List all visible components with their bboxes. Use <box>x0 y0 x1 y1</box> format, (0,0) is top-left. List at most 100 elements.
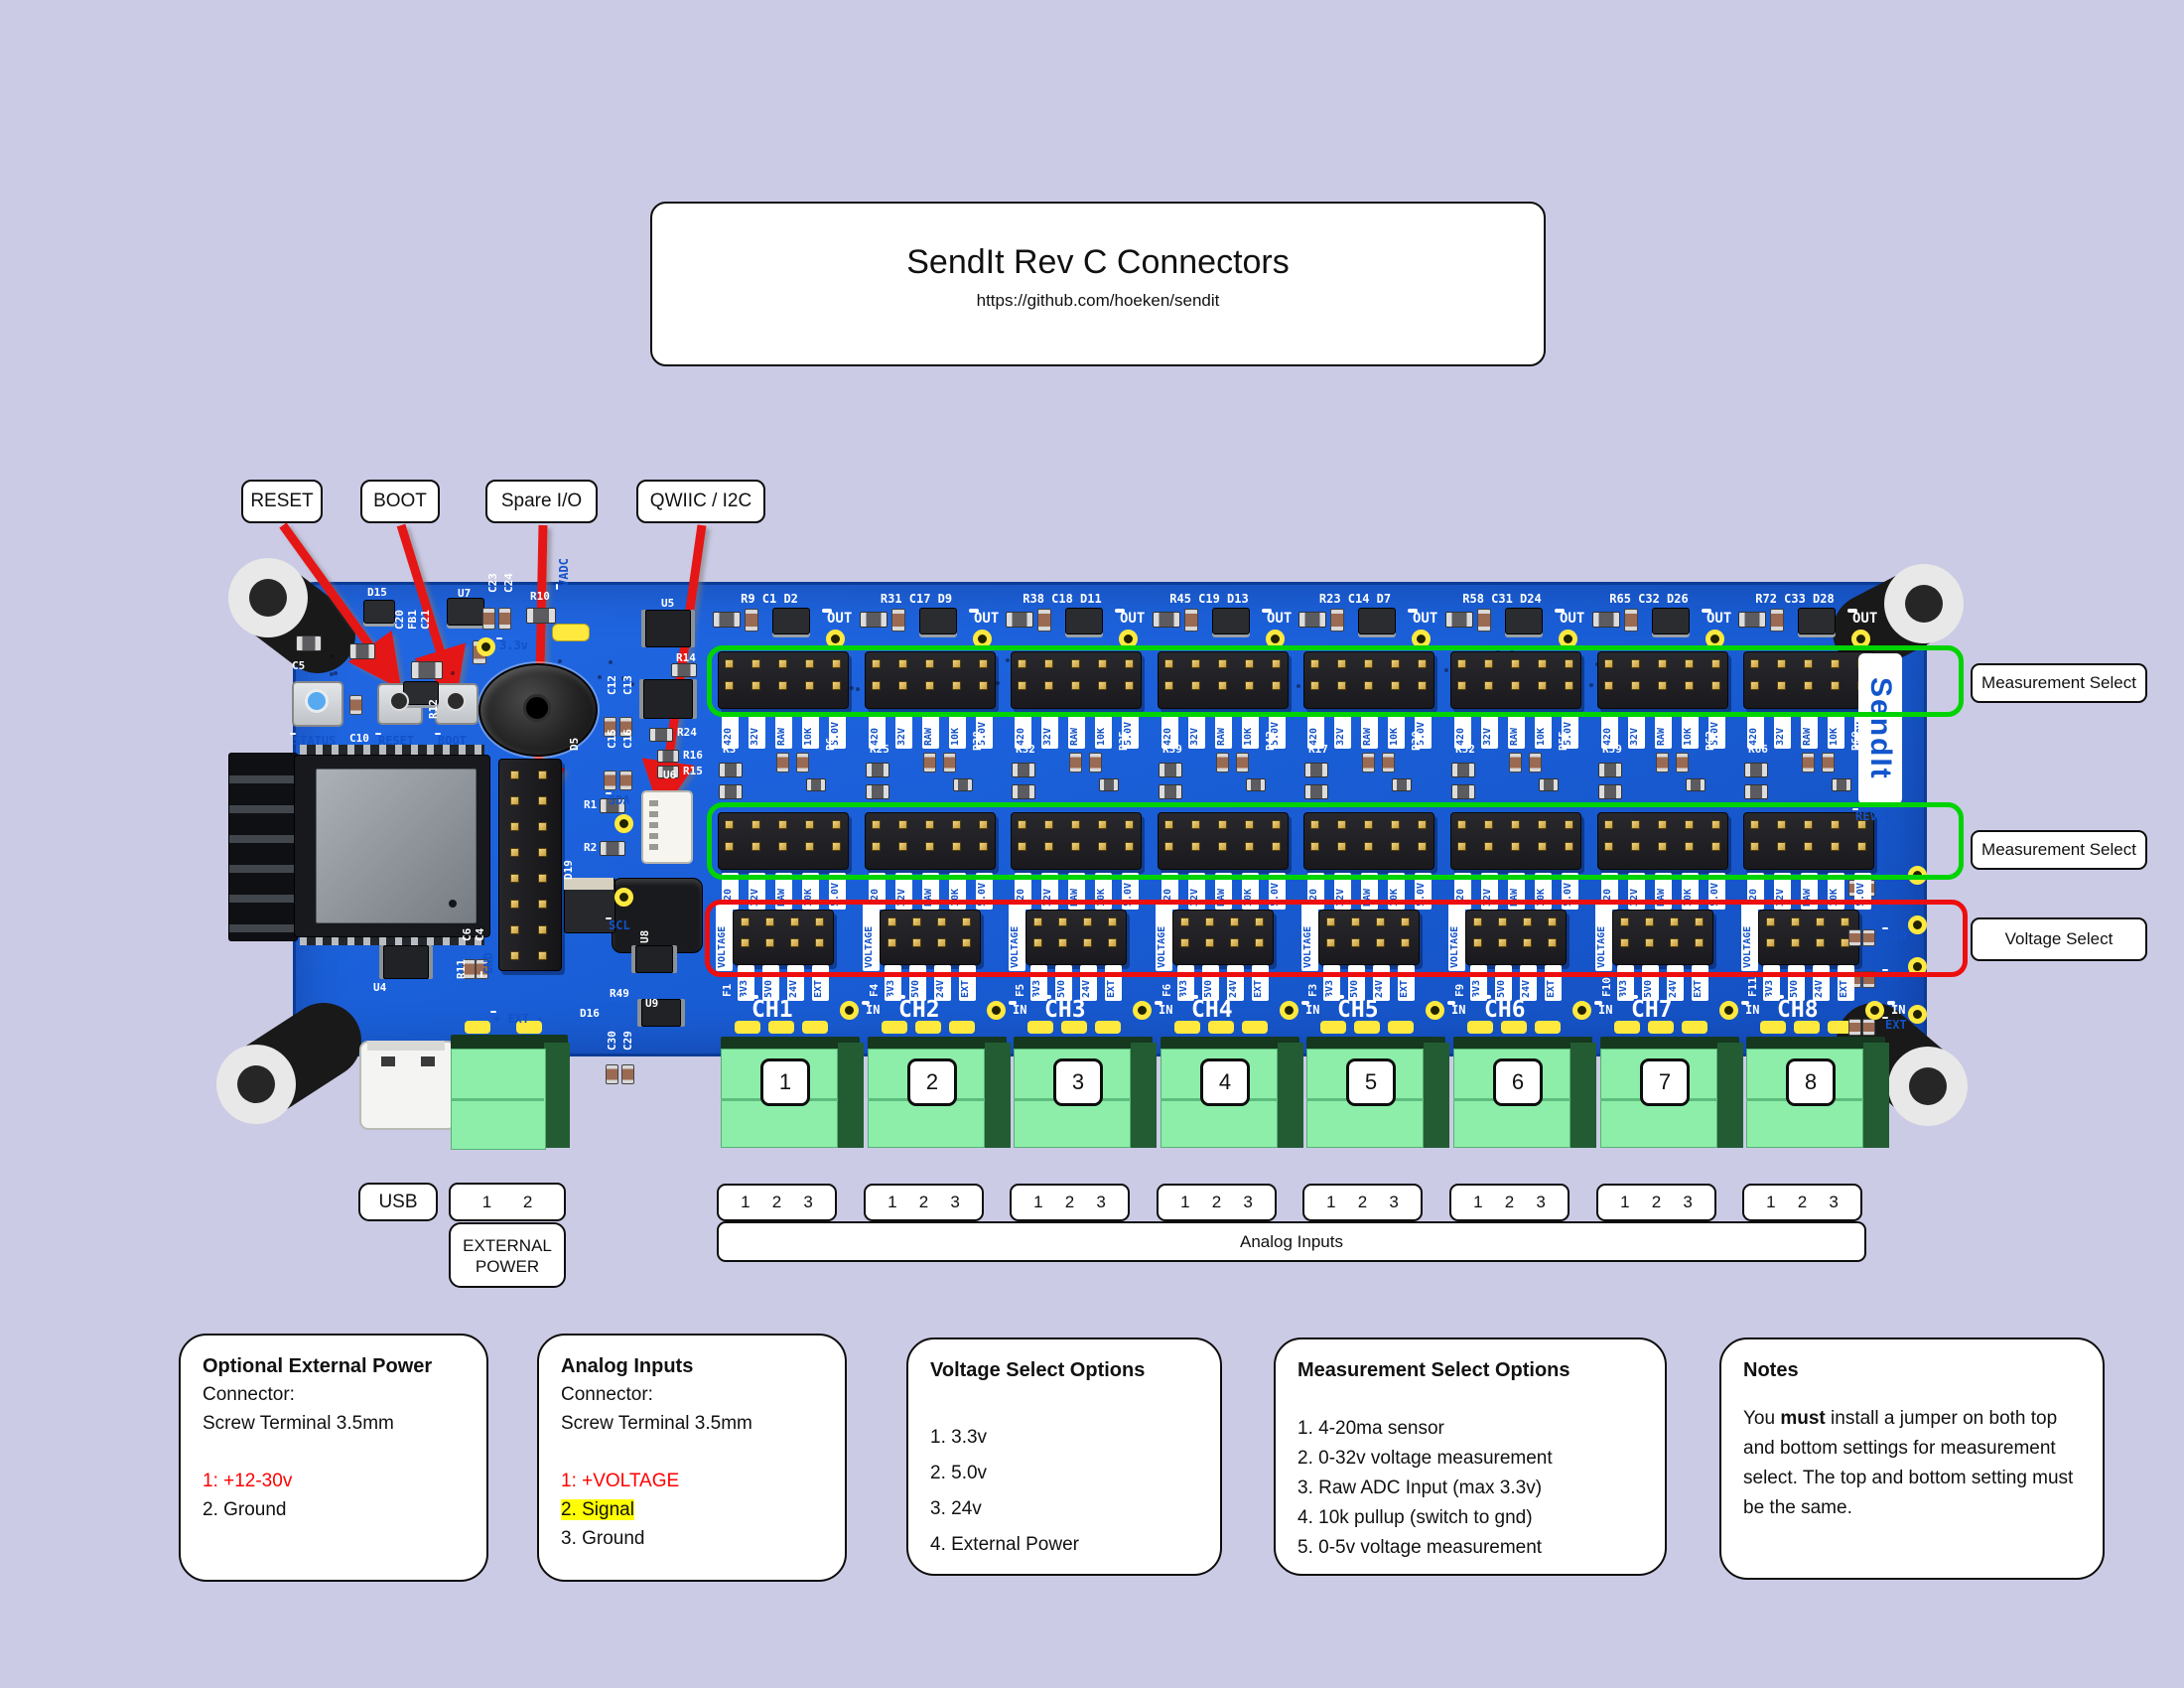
info-card-heading: Measurement Select Options <box>1297 1359 1570 1381</box>
header-pin <box>1857 820 1866 829</box>
header-pin <box>538 874 547 883</box>
channel-silk-label: CH6 <box>1477 995 1526 1023</box>
header-pin <box>1604 681 1613 690</box>
header-pin <box>1565 842 1573 851</box>
header-pin <box>1272 681 1281 690</box>
header-pin <box>1164 659 1173 668</box>
info-line <box>561 1438 823 1467</box>
ic-component <box>635 945 673 973</box>
jumper-header <box>733 910 834 965</box>
header-pin <box>1230 938 1239 947</box>
jumper-label-RAW: RAW <box>1361 712 1378 749</box>
header-pin <box>1620 938 1629 947</box>
channel-number-badge: 4 <box>1200 1058 1250 1106</box>
header-pin <box>1255 917 1264 926</box>
transistor-component <box>1065 608 1103 634</box>
highlighted-text: 2. Signal <box>561 1499 634 1520</box>
header-pin <box>1457 659 1466 668</box>
header-pin <box>1831 842 1840 851</box>
qwiic-pin <box>649 822 658 828</box>
header-pin <box>1401 938 1410 947</box>
ic-component <box>643 679 693 719</box>
resistor-component <box>1744 763 1768 777</box>
via-dot <box>856 687 860 691</box>
header-pin <box>832 842 841 851</box>
channel-pin-number: 3 <box>1096 1193 1106 1211</box>
in-silk-label: IN <box>1741 1001 1759 1017</box>
channel-pin-number: 3 <box>1536 1193 1546 1211</box>
capacitor-component <box>1862 1019 1875 1036</box>
capacitor-component <box>1216 753 1229 773</box>
header-pin <box>952 842 961 851</box>
info-line: 1. 3.3v <box>930 1427 988 1448</box>
channel-pin-number: 2 <box>1357 1193 1368 1211</box>
header-pin <box>979 659 988 668</box>
capacitor-component <box>463 959 476 979</box>
header-pin <box>1711 842 1720 851</box>
capacitor-component <box>619 771 632 790</box>
ic-component <box>383 945 429 979</box>
header-pin <box>952 681 961 690</box>
header-pin <box>790 938 799 947</box>
header-pin <box>1777 659 1786 668</box>
callout-qwiic-i2c: QWIIC / I2C <box>636 480 765 523</box>
capacitor-component <box>1802 753 1815 773</box>
transistor-component <box>363 600 395 624</box>
header-pin <box>832 659 841 668</box>
header-pin <box>1831 820 1840 829</box>
solder-pad <box>949 1021 975 1034</box>
header-pin <box>1337 820 1346 829</box>
resistor-component <box>866 763 889 777</box>
header-pin <box>1804 659 1813 668</box>
header-pin <box>1071 842 1080 851</box>
jumper-label-32V: 32V <box>1188 712 1205 749</box>
notes-text: You <box>1743 1408 1781 1429</box>
usb-c-connector <box>359 1041 457 1130</box>
channel-top-refs: R31 C17 D9 <box>880 592 953 606</box>
resistor-component <box>1744 784 1768 799</box>
resistor-component <box>1012 784 1035 799</box>
channel-terminal-side <box>1863 1043 1889 1148</box>
header-pin <box>1498 917 1507 926</box>
header-pin <box>815 917 824 926</box>
status-button-cap <box>305 689 329 713</box>
header-pin <box>1831 681 1840 690</box>
header-pin <box>510 848 519 857</box>
channel-silk-label: CH2 <box>891 995 940 1023</box>
resistor-component <box>1592 612 1620 628</box>
channel-number-badge: 8 <box>1786 1058 1836 1106</box>
capacitor-component <box>621 1064 634 1084</box>
capacitor-component <box>1362 753 1375 773</box>
info-line: 3. Raw ADC Input (max 3.3v) <box>1297 1477 1543 1498</box>
header-pin <box>1804 681 1813 690</box>
qwiic-pin <box>649 800 658 806</box>
header-pin <box>1364 820 1373 829</box>
via-dot <box>330 672 334 676</box>
jumper-label-32V: 32V <box>1628 712 1645 749</box>
notes-text: install a jumper on both top and bottom … <box>1743 1408 2074 1518</box>
solder-pad <box>735 1021 760 1034</box>
resistor-component <box>1598 763 1622 777</box>
header-pin <box>937 917 946 926</box>
header-pin <box>937 938 946 947</box>
capacitor-component <box>1477 609 1491 632</box>
channel-pin-number: 3 <box>1243 1193 1253 1211</box>
channel-number-badge: 6 <box>1493 1058 1543 1106</box>
header-pin <box>510 771 519 779</box>
in-silk-label: IN <box>1447 1001 1465 1017</box>
channel-top-refs: R23 C14 D7 <box>1318 592 1392 606</box>
solder-pad <box>1501 1021 1527 1034</box>
header-pin <box>1418 659 1427 668</box>
header-pin <box>778 659 787 668</box>
solder-pad <box>768 1021 794 1034</box>
header-pin <box>1310 820 1319 829</box>
transistor-component <box>1505 608 1543 634</box>
resistor-component <box>1153 612 1180 628</box>
header-pin <box>1191 842 1200 851</box>
via-dot <box>1006 658 1010 662</box>
external-power-label-box: EXTERNAL POWER <box>449 1222 566 1288</box>
resistor-component <box>866 784 889 799</box>
